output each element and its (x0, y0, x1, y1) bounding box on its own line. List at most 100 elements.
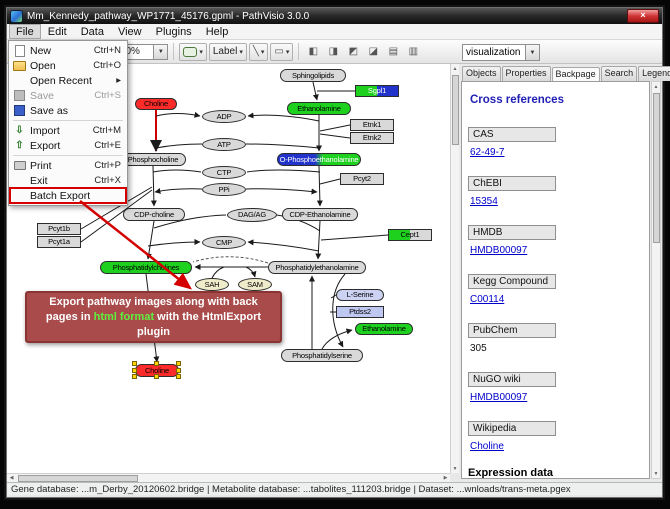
backpage-link[interactable]: Choline (470, 441, 504, 452)
scroll-up-icon[interactable]: ▲ (653, 83, 659, 90)
pathway-node-choline-top[interactable]: Choline (135, 98, 177, 110)
menu-file[interactable]: File (9, 24, 41, 39)
label-template-button[interactable]: Label ▾ (208, 42, 247, 61)
distribute-horizontal-button[interactable]: ▤ (384, 43, 402, 61)
file-menu-item-save-as[interactable]: Save as (10, 103, 126, 118)
pathway-node-phosphatidylserine[interactable]: Phosphatidylserine (281, 349, 363, 362)
pathway-node-sgpl1[interactable]: Sgpl1 (355, 85, 399, 97)
tab-search[interactable]: Search (600, 66, 638, 81)
align-bottom-button[interactable]: ◪ (364, 43, 382, 61)
pathway-node-sphingolipids[interactable]: Sphingolipids (280, 69, 346, 82)
selection-handle[interactable] (132, 361, 137, 366)
selection-handle[interactable] (176, 374, 181, 379)
file-menu-item-batch-export[interactable]: Batch Export (9, 187, 127, 204)
pathway-node-pcyt2[interactable]: Pcyt2 (340, 173, 384, 185)
annotation-highlight: html format (93, 310, 155, 323)
pathway-node-cept1[interactable]: Cept1 (388, 229, 432, 241)
canvas-vertical-scrollbar[interactable]: ▲ ▼ (450, 64, 459, 473)
shortcut-text: Ctrl+M (92, 125, 121, 136)
close-button[interactable]: × (627, 9, 659, 23)
scroll-up-icon[interactable]: ▲ (452, 65, 458, 72)
pathway-node-dag-ag[interactable]: DAG/AG (227, 208, 277, 222)
scroll-right-icon[interactable]: ▶ (443, 475, 448, 481)
pathway-node-sam[interactable]: SAM (238, 278, 272, 291)
scroll-down-icon[interactable]: ▼ (452, 465, 458, 472)
pathway-node-o-phosphoethanolamine[interactable]: O-Phosphoethanolamine (277, 153, 361, 166)
import-icon (13, 124, 26, 137)
annotation-part3: with the HtmlExport plugin (137, 310, 262, 338)
selection-handle[interactable] (154, 361, 159, 366)
backpage-link[interactable]: 62-49-7 (470, 147, 505, 158)
align-left-button[interactable]: ◧ (304, 43, 322, 61)
scroll-down-icon[interactable]: ▼ (653, 470, 659, 477)
pathway-node-ptdss2[interactable]: Ptdss2 (336, 306, 384, 318)
backpage-link[interactable]: C00114 (470, 294, 505, 305)
pathway-node-adp[interactable]: ADP (202, 110, 246, 123)
selection-handle[interactable] (132, 367, 137, 373)
expression-data-heading: Expression data (468, 467, 553, 479)
pathway-node-phosphatidylcholines[interactable]: Phosphatidylcholines (100, 261, 192, 274)
pathway-node-l-serine[interactable]: L-Serine (336, 289, 384, 301)
backpage-link[interactable]: HMDB00097 (470, 245, 528, 256)
file-menu-item-open-recent[interactable]: Open Recent▸ (10, 73, 126, 88)
tab-legend[interactable]: Legend (638, 66, 670, 81)
pathway-node-atp[interactable]: ATP (202, 138, 246, 151)
vertical-scroll-thumb[interactable] (451, 75, 459, 145)
pathway-node-ctp[interactable]: CTP (202, 166, 246, 179)
saveas-icon (13, 104, 26, 117)
panel-scrollbar[interactable]: ▲ ▼ (651, 81, 661, 479)
pathway-node-cdp-choline[interactable]: CDP-choline (123, 208, 185, 221)
shape-icon: ▭ (274, 45, 284, 57)
annotation-text: Export pathway images along with back pa… (33, 295, 274, 340)
chevron-down-icon: ▾ (199, 48, 203, 56)
pathway-node-etnk2[interactable]: Etnk2 (350, 132, 394, 144)
distribute-vertical-button[interactable]: ▥ (404, 43, 422, 61)
backpage-link[interactable]: HMDB00097 (470, 392, 528, 403)
scroll-left-icon[interactable]: ◀ (9, 475, 14, 481)
panel-scroll-thumb[interactable] (652, 93, 660, 243)
menu-view[interactable]: View (117, 25, 142, 38)
pathway-node-ppi[interactable]: PPi (202, 183, 246, 196)
file-menu-item-label: Save (30, 89, 54, 102)
horizontal-scroll-thumb[interactable] (18, 474, 138, 482)
pathway-node-etnk1[interactable]: Etnk1 (350, 119, 394, 131)
pathway-node-ethanolamine-top[interactable]: Ethanolamine (287, 102, 351, 115)
selection-handle[interactable] (176, 367, 181, 373)
shortcut-text: Ctrl+N (93, 45, 121, 56)
datanode-template-button[interactable]: ▾ (179, 42, 207, 61)
menu-edit[interactable]: Edit (47, 25, 67, 38)
tab-backpage[interactable]: Backpage (551, 67, 600, 82)
pathway-node-pcyt1b[interactable]: Pcyt1b (37, 223, 81, 235)
pathway-node-cmp[interactable]: CMP (202, 236, 246, 249)
visualization-combobox[interactable]: visualization ▼ (462, 44, 540, 61)
align-right-button[interactable]: ◨ (324, 43, 342, 61)
pathway-node-phosphocholine[interactable]: Phosphocholine (120, 153, 186, 166)
pathway-node-phosphatidylethanolamine[interactable]: Phosphatidylethanolamine (268, 261, 366, 274)
menu-plugins[interactable]: Plugins (155, 25, 192, 38)
backpage-link[interactable]: 15354 (470, 196, 498, 207)
menu-data[interactable]: Data (80, 25, 104, 38)
align-top-button[interactable]: ◩ (344, 43, 362, 61)
selection-handle[interactable] (176, 361, 181, 366)
selection-handle[interactable] (154, 374, 159, 379)
pathway-node-ethanolamine-2[interactable]: Ethanolamine (355, 323, 413, 335)
pathway-node-cdp-ethanolamine[interactable]: CDP-Ethanolamine (282, 208, 358, 221)
canvas-horizontal-scrollbar[interactable]: ◀ ▶ (7, 473, 450, 482)
tab-objects[interactable]: Objects (462, 66, 501, 81)
selection-handle[interactable] (132, 374, 137, 379)
align-right-icon: ◨ (328, 45, 339, 57)
chevron-down-icon: ▼ (153, 44, 168, 59)
line-tool-button[interactable]: ╲ ▾ (248, 42, 269, 61)
pathway-node-sah[interactable]: SAH (195, 278, 229, 291)
tab-properties[interactable]: Properties (501, 66, 551, 81)
shape-tool-button[interactable]: ▭ ▾ (270, 42, 294, 61)
menu-help[interactable]: Help (205, 25, 229, 38)
pathway-node-pcyt1a[interactable]: Pcyt1a (37, 236, 81, 248)
